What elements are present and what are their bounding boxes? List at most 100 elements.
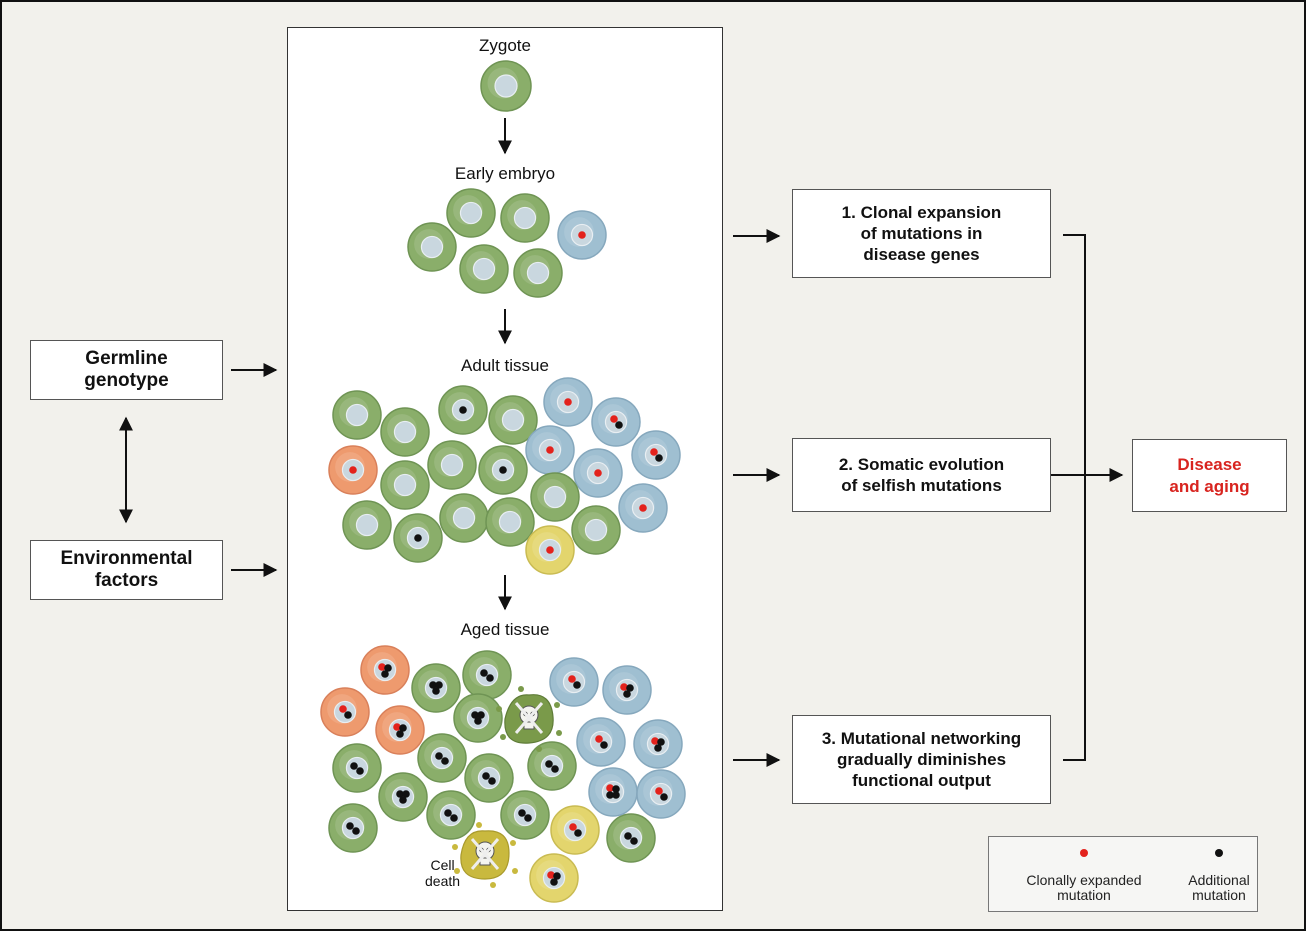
cell [591, 397, 641, 447]
somatic-evolution-label: 2. Somatic evolution of selfish mutation… [838, 455, 1005, 495]
disease-and-aging-box: Disease and aging [1132, 439, 1287, 512]
germline-genotype-box: Germline genotype [30, 340, 223, 400]
additional-mutation-dot [356, 767, 364, 775]
cell-nucleus [472, 257, 496, 281]
cell [378, 772, 428, 822]
additional-mutation-dot [524, 814, 532, 822]
dead-cell [452, 822, 518, 888]
clonal-mutation-dot [393, 723, 401, 731]
mutational-networking-box: 3. Mutational networking gradually dimin… [792, 715, 1051, 804]
cell [606, 813, 656, 863]
additional-mutation-dot [486, 674, 494, 682]
clonal-mutation-dot [639, 504, 647, 512]
cell-nucleus [501, 408, 525, 432]
cell [588, 767, 638, 817]
cell-nucleus [526, 261, 550, 285]
additional-mutation-dot [384, 664, 392, 672]
cell [527, 741, 577, 791]
additional-mutation-dot [551, 765, 559, 773]
additional-mutation-dot [414, 534, 422, 542]
clonal-mutation-legend-label: Clonally expanded mutation [1026, 872, 1142, 903]
cell [488, 395, 538, 445]
cell [636, 769, 686, 819]
additional-mutation-dot [488, 777, 496, 785]
cell [480, 60, 532, 112]
environmental-factors-box: Environmental factors [30, 540, 223, 600]
additional-mutation-dot [396, 730, 404, 738]
additional-mutation-dot [573, 681, 581, 689]
cell [550, 805, 600, 855]
additional-mutation-dot [630, 837, 638, 845]
cell [478, 445, 528, 495]
cell [557, 210, 607, 260]
cell [439, 493, 489, 543]
clonal-mutation-dot [595, 735, 603, 743]
cell-nucleus [393, 473, 417, 497]
additional-mutation-dot [477, 711, 485, 719]
connectors [119, 118, 1124, 767]
additional-mutation-dot [444, 809, 452, 817]
additional-mutation-dot [499, 466, 507, 474]
cell-layer [320, 60, 686, 903]
clonal-mutation-dot [339, 705, 347, 713]
additional-mutation-dot [459, 406, 467, 414]
additional-mutation-dot [624, 832, 632, 840]
cell-nucleus [584, 518, 608, 542]
additional-mutation-dot [623, 690, 631, 698]
cell [328, 803, 378, 853]
additional-mutation-dot [346, 822, 354, 830]
cell [464, 753, 514, 803]
clonal-mutation-dot [651, 737, 659, 745]
additional-mutation-dot [615, 421, 623, 429]
clonal-mutation-dot [620, 683, 628, 691]
cell [602, 665, 652, 715]
cell [328, 445, 378, 495]
clonal-expansion-box: 1. Clonal expansion of mutations in dise… [792, 189, 1051, 278]
cell-nucleus [513, 206, 537, 230]
cell [525, 525, 575, 575]
additional-mutation-dot [626, 684, 634, 692]
aged-tissue-label: Aged tissue [460, 620, 550, 639]
cell [320, 687, 370, 737]
clonal-mutation-dot [594, 469, 602, 477]
additional-mutation-dot [550, 878, 558, 886]
additional-mutation-dot [612, 785, 620, 793]
dead-cell [496, 686, 562, 752]
additional-mutation-dot [612, 791, 620, 799]
cell [393, 513, 443, 563]
clonal-mutation-dot [655, 787, 663, 795]
adult-tissue-label: Adult tissue [461, 356, 549, 375]
bracket-connector [1063, 234, 1086, 761]
additional-mutation-dot [553, 872, 561, 880]
cell [411, 663, 461, 713]
cell [407, 222, 457, 272]
additional-mutation-dot [352, 827, 360, 835]
additional-mutation-dot [399, 796, 407, 804]
cell [380, 460, 430, 510]
cell [453, 693, 503, 743]
additional-mutation-dot [399, 724, 407, 732]
cell-nucleus [494, 74, 518, 98]
cell-death-label: Cell death [425, 857, 461, 889]
germline-genotype-label: Germline genotype [84, 348, 169, 391]
cell-nucleus [393, 420, 417, 444]
cell [576, 717, 626, 767]
clonal-expansion-label: 1. Clonal expansion of mutations in dise… [841, 203, 1002, 264]
clonal-mutation-dot [546, 546, 554, 554]
cell [573, 448, 623, 498]
cell-nucleus [498, 510, 522, 534]
skull-icon [514, 702, 544, 734]
additional-mutation-dot [518, 809, 526, 817]
cell [332, 743, 382, 793]
additional-mutation-dot [545, 760, 553, 768]
cell [462, 650, 512, 700]
additional-mutation-dot [657, 738, 665, 746]
cell [426, 790, 476, 840]
additional-mutation-dot [482, 772, 490, 780]
clonal-mutation-dot [578, 231, 586, 239]
clonal-mutation-dot [378, 663, 386, 671]
additional-mutation-dot [606, 791, 614, 799]
additional-mutation-dot [655, 454, 663, 462]
